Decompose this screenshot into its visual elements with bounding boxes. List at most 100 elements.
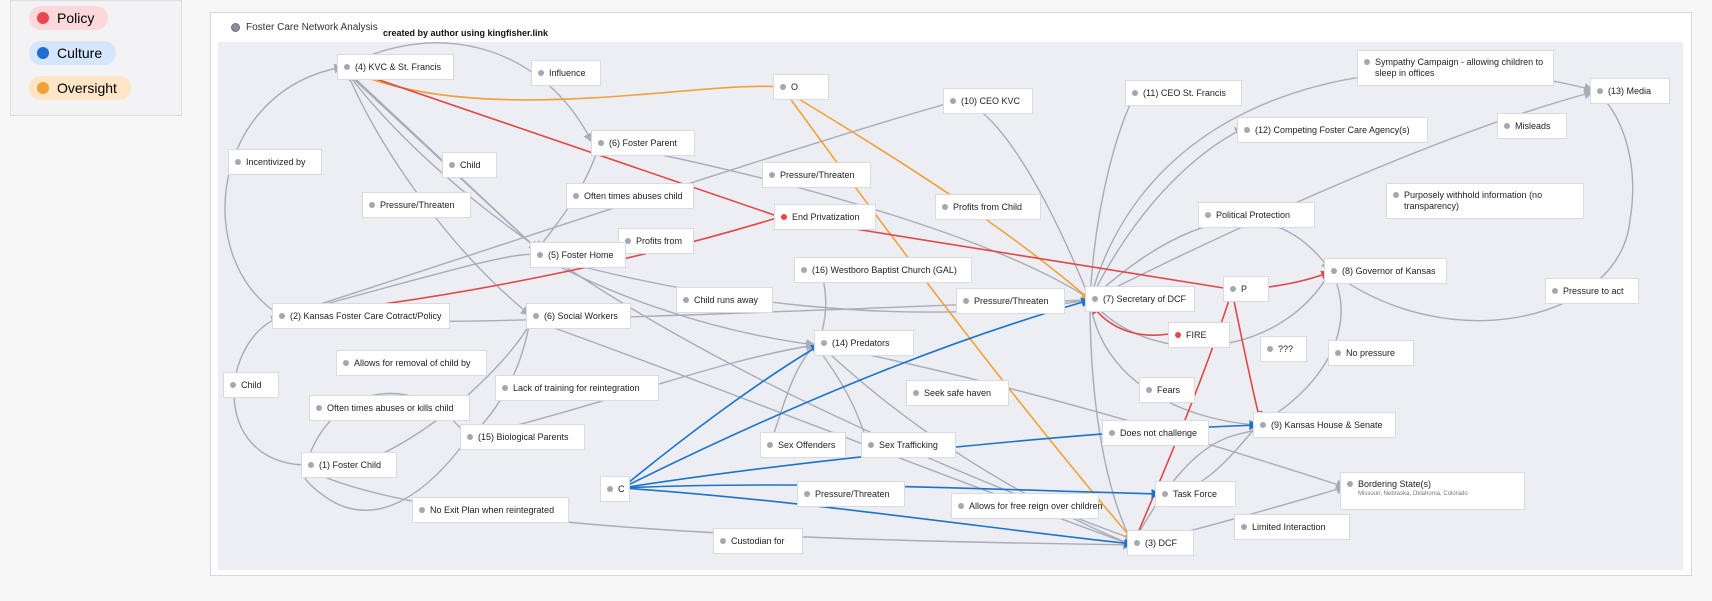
- node-sex-trafficking[interactable]: Sex Trafficking: [861, 432, 956, 458]
- node-kvc-st-francis[interactable]: (4) KVC & St. Francis: [337, 54, 454, 80]
- edge: [1089, 89, 1594, 301]
- node-label: Fears: [1157, 385, 1181, 395]
- node-predators[interactable]: (14) Predators: [814, 330, 914, 356]
- node-seek-safe-haven[interactable]: Seek safe haven: [906, 380, 1009, 406]
- node-custodian-for[interactable]: Custodian for: [713, 528, 803, 554]
- diagram-title-text: Foster Care Network Analysis: [246, 22, 378, 33]
- node-ceo-kvc[interactable]: (10) CEO KVC: [943, 88, 1033, 114]
- node-often-abuses-kills[interactable]: Often times abuses or kills child: [309, 395, 470, 421]
- node-often-abuses-child[interactable]: Often times abuses child: [566, 183, 694, 209]
- node-secretary-of-dcf[interactable]: (7) Secretary of DCF: [1085, 286, 1195, 312]
- node-dot: [963, 298, 969, 304]
- node-label: (11) CEO St. Francis: [1143, 88, 1226, 98]
- node-question-marks[interactable]: ???: [1260, 336, 1307, 362]
- node-label: O: [791, 82, 799, 92]
- node-foster-home[interactable]: (5) Foster Home: [530, 242, 626, 268]
- collapse-icon[interactable]: [231, 23, 240, 32]
- node-label: Seek safe haven: [924, 388, 992, 398]
- node-withhold-information[interactable]: Purposely withhold information (no trans…: [1386, 183, 1584, 219]
- node-label: (9) Kansas House & Senate: [1271, 420, 1383, 430]
- node-fire[interactable]: FIRE: [1168, 322, 1230, 348]
- node-p[interactable]: P: [1223, 276, 1269, 302]
- node-pressure-threaten-1[interactable]: Pressure/Threaten: [762, 162, 871, 188]
- node-sympathy-campaign[interactable]: Sympathy Campaign - allowing children to…: [1357, 50, 1554, 86]
- node-misleads[interactable]: Misleads: [1497, 113, 1567, 139]
- node-label: Pressure/Threaten: [974, 296, 1049, 306]
- node-o[interactable]: O: [773, 74, 829, 100]
- node-dot: [781, 214, 787, 220]
- legend-item-policy[interactable]: Policy: [29, 6, 109, 30]
- legend-label: Oversight: [57, 80, 117, 96]
- node-sublabel: Missouri, Nebraska, Oklahoma, Colorado: [1358, 491, 1468, 497]
- node-pressure-to-act[interactable]: Pressure to act: [1545, 278, 1639, 304]
- node-label: (15) Biological Parents: [478, 432, 569, 442]
- node-ceo-st-francis[interactable]: (11) CEO St. Francis: [1125, 80, 1242, 106]
- node-dcf[interactable]: (3) DCF: [1127, 530, 1194, 556]
- node-child-runs-away[interactable]: Child runs away: [676, 287, 773, 313]
- node-profits-from-child[interactable]: Profits from Child: [935, 194, 1041, 220]
- node-kansas-house-senate[interactable]: (9) Kansas House & Senate: [1253, 412, 1396, 438]
- node-no-exit-plan[interactable]: No Exit Plan when reintegrated: [412, 497, 569, 523]
- node-no-pressure[interactable]: No pressure: [1328, 340, 1414, 366]
- edge: [1331, 91, 1634, 322]
- node-dot: [538, 70, 544, 76]
- node-end-privatization[interactable]: End Privatization: [774, 204, 876, 230]
- node-pressure-threaten-4[interactable]: Pressure/Threaten: [797, 481, 905, 507]
- policy-color-dot: [37, 12, 49, 24]
- node-media[interactable]: (13) Media: [1590, 78, 1670, 104]
- node-foster-parent[interactable]: (6) Foster Parent: [591, 130, 695, 156]
- node-foster-child[interactable]: (1) Foster Child: [301, 452, 397, 478]
- edge: [769, 344, 816, 445]
- node-label: Purposely withhold information (no trans…: [1404, 190, 1543, 211]
- node-dot: [1364, 59, 1370, 65]
- node-political-protection[interactable]: Political Protection: [1198, 202, 1315, 228]
- node-pressure-threaten-3[interactable]: Pressure/Threaten: [956, 288, 1065, 314]
- node-competing-agency[interactable]: (12) Competing Foster Care Agency(s): [1237, 117, 1428, 143]
- node-label: Incentivized by: [246, 157, 306, 167]
- node-dot: [1205, 212, 1211, 218]
- node-free-reign[interactable]: Allows for free reign over children: [951, 493, 1103, 519]
- node-dot: [449, 162, 455, 168]
- node-label: Sex Trafficking: [879, 440, 938, 450]
- node-c[interactable]: C: [600, 476, 630, 502]
- node-label: (6) Social Workers: [544, 311, 618, 321]
- node-child-top[interactable]: Child: [442, 152, 497, 178]
- node-fears[interactable]: Fears: [1139, 377, 1195, 403]
- node-dot: [720, 538, 726, 544]
- node-limited-interaction[interactable]: Limited Interaction: [1234, 514, 1350, 540]
- legend-label: Policy: [57, 10, 95, 26]
- node-influence[interactable]: Influence: [531, 60, 601, 86]
- node-profits-from[interactable]: Profits from: [618, 228, 694, 254]
- node-dot: [502, 385, 508, 391]
- node-label: Political Protection: [1216, 210, 1291, 220]
- node-incentivized-by[interactable]: Incentivized by: [228, 149, 322, 175]
- node-allows-removal[interactable]: Allows for removal of child by: [336, 350, 487, 376]
- legend-item-culture[interactable]: Culture: [29, 41, 117, 65]
- node-lack-of-training[interactable]: Lack of training for reintegration: [495, 375, 659, 401]
- node-label: (10) CEO KVC: [961, 96, 1021, 106]
- edge: [1089, 299, 1259, 430]
- node-bordering-states[interactable]: Bordering State(s)Missouri, Nebraska, Ok…: [1340, 472, 1525, 510]
- node-dot: [767, 442, 773, 448]
- node-dot: [804, 491, 810, 497]
- node-dot: [913, 390, 919, 396]
- node-kansas-foster-care-contract[interactable]: (2) Kansas Foster Care Cotract/Policy: [272, 303, 450, 329]
- node-child-left[interactable]: Child: [223, 372, 279, 398]
- node-task-force[interactable]: Task Force: [1155, 481, 1236, 507]
- node-biological-parents[interactable]: (15) Biological Parents: [460, 424, 585, 450]
- node-westboro-gal[interactable]: (16) Westboro Baptist Church (GAL): [794, 257, 972, 283]
- node-does-not-challenge[interactable]: Does not challenge: [1102, 420, 1209, 446]
- node-label: (1) Foster Child: [319, 460, 382, 470]
- legend-item-oversight[interactable]: Oversight: [29, 76, 131, 100]
- node-sex-offenders[interactable]: Sex Offenders: [760, 432, 846, 458]
- node-label: Allows for free reign over children: [969, 501, 1103, 511]
- edge: [224, 63, 344, 316]
- node-label: (16) Westboro Baptist Church (GAL): [812, 265, 957, 275]
- node-dot: [1347, 481, 1353, 487]
- edge: [537, 254, 816, 349]
- node-pressure-threaten-2[interactable]: Pressure/Threaten: [362, 192, 471, 218]
- node-social-workers[interactable]: (6) Social Workers: [526, 303, 631, 329]
- node-dot: [958, 503, 964, 509]
- node-governor-of-kansas[interactable]: (8) Governor of Kansas: [1324, 258, 1447, 284]
